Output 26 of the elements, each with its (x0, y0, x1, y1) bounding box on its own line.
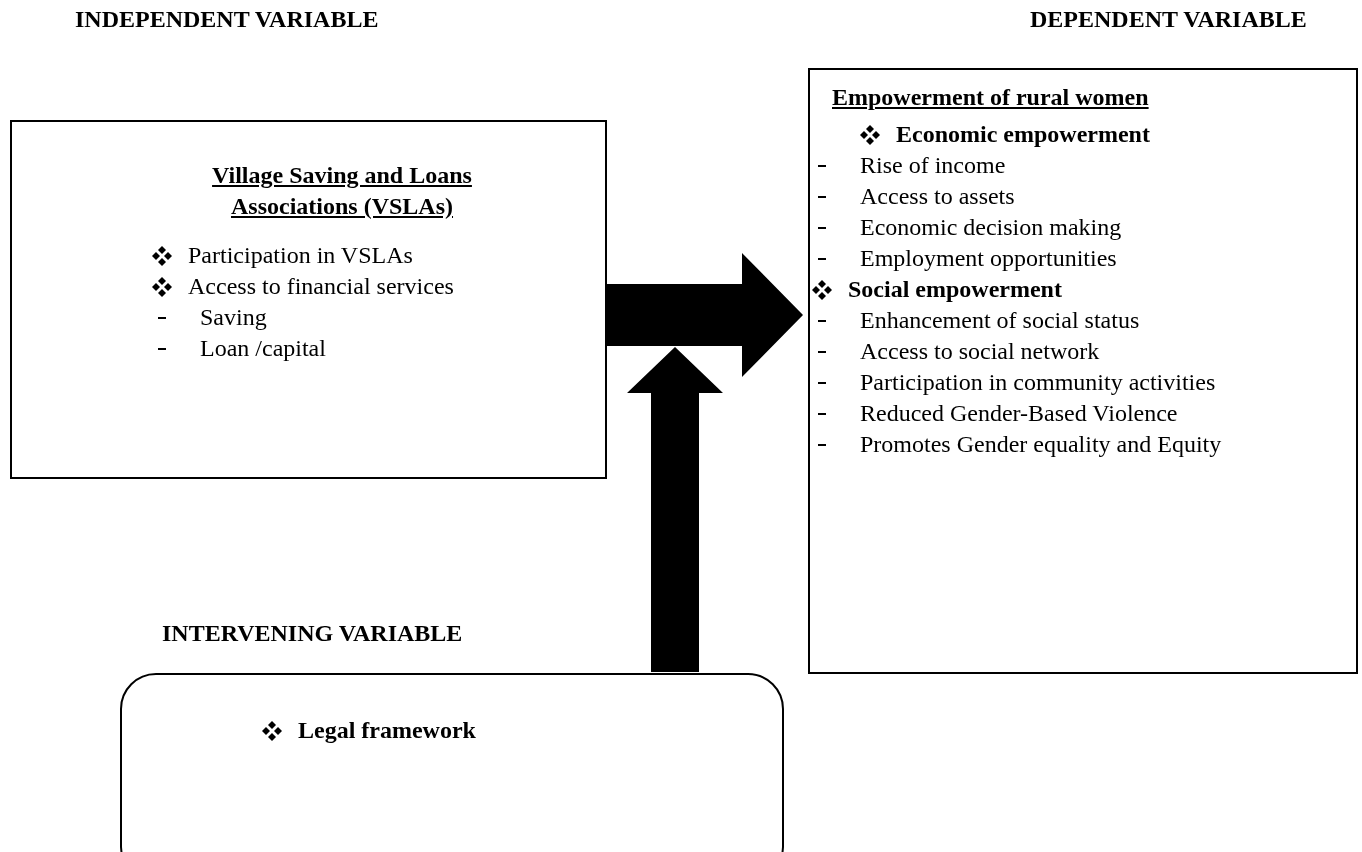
list-item: Enhancement of social status (860, 306, 1140, 335)
list-item: Access to social network (860, 337, 1100, 366)
box-heading: Empowerment of rural women (832, 83, 1149, 112)
list-item: Promotes Gender equality and Equity (860, 430, 1222, 459)
list-item: Rise of income (860, 151, 1006, 180)
list-item: Access to financial services (188, 272, 454, 301)
section-heading: INTERVENING VARIABLE (162, 620, 463, 647)
section-heading: INDEPENDENT VARIABLE (75, 6, 379, 33)
list-item: Participation in VSLAs (188, 241, 413, 270)
box-heading: Village Saving and Loans Associations (VSLAs) (211, 161, 473, 221)
list-item: Social empowerment (848, 275, 1062, 304)
block-arrow (605, 253, 803, 377)
list-item: Economic empowerment (896, 120, 1150, 149)
rounded-box (120, 673, 784, 852)
list-item: Saving (200, 303, 267, 332)
block-arrow (627, 347, 723, 672)
list-item: Participation in community activities (860, 368, 1216, 397)
list-item: Access to assets (860, 182, 1015, 211)
list-item: Reduced Gender-Based Violence (860, 399, 1178, 428)
section-heading: DEPENDENT VARIABLE (1030, 6, 1307, 33)
list-item: Loan /capital (200, 334, 326, 363)
list-item: Economic decision making (860, 213, 1122, 242)
list-item: Employment opportunities (860, 244, 1117, 273)
text-box (10, 120, 607, 479)
list-item: Legal framework (298, 716, 476, 745)
text-box (808, 68, 1358, 674)
